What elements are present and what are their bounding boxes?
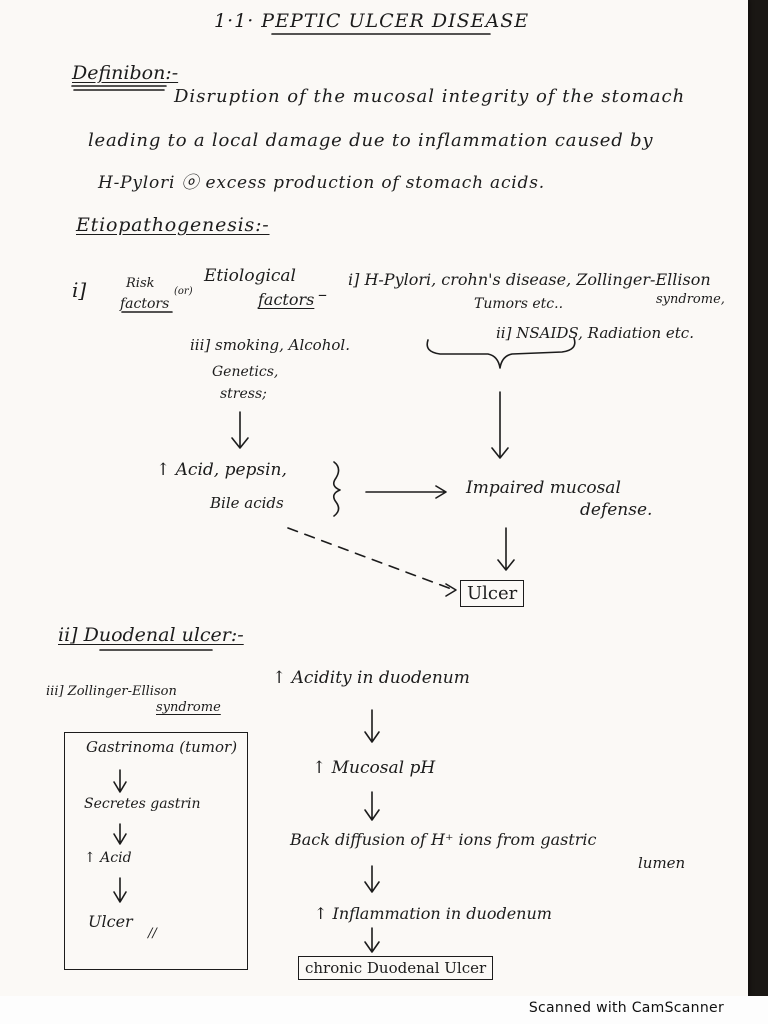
ulcer-box: Ulcer [460,580,525,607]
cause-i: i] H-Pylori, crohn's disease, Zollinger-… [348,270,711,289]
etio-dash: – [318,284,327,305]
cause-i-tumors: Tumors etc.. [474,296,564,312]
duodenal-heading: ii] Duodenal ulcer:- [58,624,244,646]
scanner-watermark: Scanned with CamScanner [528,1000,724,1016]
chronic-duodenal-ulcer-box: chronic Duodenal Ulcer [298,956,494,980]
etio-label-a: Etiological [204,266,296,286]
cause-ii: ii] NSAIDS, Radiation etc. [496,324,694,342]
page-title: 1·1· PEPTIC ULCER DISEASE [214,10,530,32]
definition-heading: Definibon:- [72,62,179,84]
ze-step-2: Secretes gastrin [84,796,201,812]
ze-step-3: ↑ Acid [84,850,132,866]
cause-iii-stress: stress; [220,386,267,402]
ze-heading-b: syndrome [156,700,221,715]
ze-tick-mark: // [148,926,157,941]
section-1-number: i] [72,278,87,302]
duodenal-step-3-cont: lumen [638,854,686,872]
scanner-footer: Scanned with CamScanner [0,996,768,1024]
duodenal-step-1: ↑ Acidity in duodenum [272,668,470,688]
definition-line-2: leading to a local damage due to inflamm… [88,130,654,151]
duodenal-step-4: ↑ Inflammation in duodenum [314,904,552,923]
definition-line-1: Disruption of the mucosal integrity of t… [174,86,686,107]
risk-label-a: Risk [126,276,155,291]
acid-pepsin-label: ↑ Acid, pepsin, [156,460,287,480]
duodenal-step-2: ↑ Mucosal pH [312,758,436,778]
cause-i-syndrome: syndrome, [656,292,725,307]
impaired-label-b: defense. [580,500,653,520]
etio-heading: Etiopathogenesis:- [76,214,270,236]
risk-label-b: factors [120,296,170,312]
ze-step-1: Gastrinoma (tumor) [86,738,238,756]
ze-step-4: Ulcer [88,912,133,931]
impaired-label-a: Impaired mucosal [466,478,621,498]
definition-line-3: H-Pylori ⓞ excess production of stomach … [98,173,545,193]
cause-iii-genetics: Genetics, [212,364,279,380]
duodenal-step-3: Back diffusion of H⁺ ions from gastric [290,830,597,849]
or-label: (or) [174,286,193,297]
ze-box [64,732,248,970]
bile-acids-label: Bile acids [210,494,284,512]
ze-heading-a: iii] Zollinger-Ellison [46,684,177,699]
etio-label-b: factors [258,290,315,309]
cause-iii: iii] smoking, Alcohol. [190,336,350,354]
